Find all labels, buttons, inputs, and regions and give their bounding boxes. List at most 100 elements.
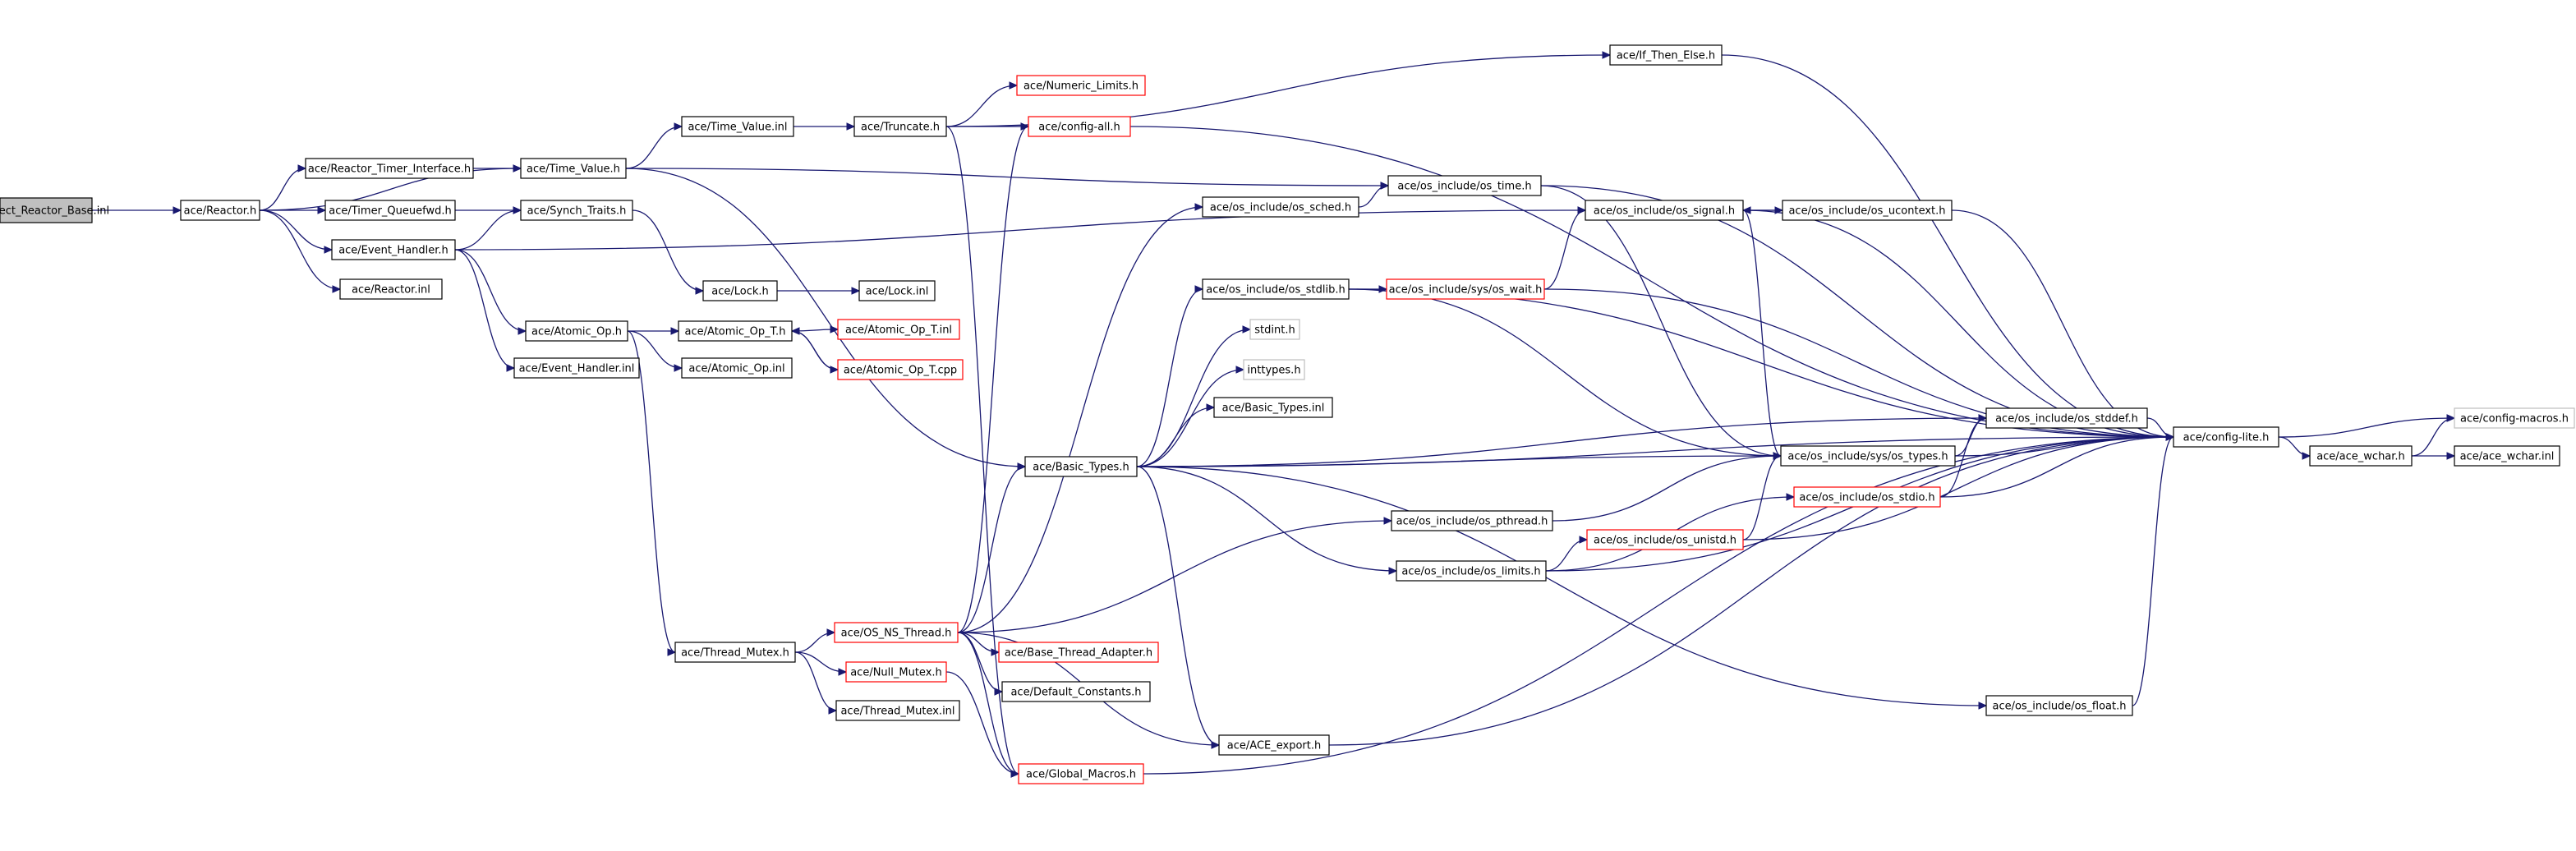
- node-os_wait_h[interactable]: ace/os_include/sys/os_wait.h: [1386, 278, 1545, 300]
- node-os_stddef_h[interactable]: ace/os_include/os_stddef.h: [1985, 407, 2148, 429]
- node-basic_types_h[interactable]: ace/Basic_Types.h: [1024, 456, 1138, 477]
- node-atomic_op_t_cpp[interactable]: ace/Atomic_Op_T.cpp: [837, 359, 964, 380]
- node-os_sched_h[interactable]: ace/os_include/os_sched.h: [1202, 196, 1359, 218]
- arrowhead-os_limits_h-to-os_stdio_h: [1786, 493, 1796, 501]
- node-os_stdlib_h[interactable]: ace/os_include/os_stdlib.h: [1202, 278, 1350, 300]
- node-box-lock_inl: [858, 280, 936, 301]
- node-global_macros_h[interactable]: ace/Global_Macros.h: [1018, 763, 1144, 784]
- node-label-ace_wchar_h: ace/ace_wchar.h: [2316, 451, 2405, 463]
- node-os_signal_h[interactable]: ace/os_include/os_signal.h: [1585, 200, 1744, 221]
- node-box-os_stdlib_h: [1202, 278, 1350, 300]
- node-os_ns_thread_h[interactable]: ace/OS_NS_Thread.h: [834, 622, 959, 643]
- node-box-os_stdio_h: [1793, 486, 1941, 508]
- edge-ace_wchar_h-to-config_macros_h: [2411, 417, 2455, 457]
- node-label-thread_mutex_inl: ace/Thread_Mutex.inl: [840, 706, 954, 718]
- node-box-os_wait_h: [1386, 278, 1545, 300]
- node-truncate_h[interactable]: ace/Truncate.h: [853, 116, 947, 137]
- node-label-lock_inl: ace/Lock.inl: [866, 286, 929, 298]
- node-event_handler_inl[interactable]: ace/Event_Handler.inl: [513, 357, 640, 379]
- node-label-os_pthread_h: ace/os_include/os_pthread.h: [1396, 516, 1548, 528]
- node-os_types_h[interactable]: ace/os_include/sys/os_types.h: [1780, 445, 1956, 467]
- arrowhead-basic_types_h-to-inttypes_h: [1235, 366, 1245, 374]
- node-atomic_op_t_inl[interactable]: ace/Atomic_Op_T.inl: [837, 319, 960, 340]
- node-atomic_op_h[interactable]: ace/Atomic_Op.h: [525, 320, 628, 342]
- node-synch_traits_h[interactable]: ace/Synch_Traits.h: [520, 200, 633, 221]
- node-lock_inl[interactable]: ace/Lock.inl: [858, 280, 936, 301]
- node-os_unistd_h[interactable]: ace/os_include/os_unistd.h: [1586, 529, 1744, 550]
- node-box-event_handler_inl: [513, 357, 640, 379]
- arrowhead-os_unistd_h-to-os_types_h: [1773, 452, 1782, 460]
- node-label-truncate_h: ace/Truncate.h: [861, 122, 940, 134]
- node-label-numeric_limits_h: ace/Numeric_Limits.h: [1024, 80, 1138, 93]
- node-config_lite_h[interactable]: ace/config-lite.h: [2173, 426, 2279, 448]
- arrowhead-basic_types_h-to-basic_types_inl: [1206, 403, 1216, 412]
- edge-truncate_h-to-numeric_limits_h: [945, 85, 1018, 127]
- node-atomic_op_t_h[interactable]: ace/Atomic_Op_T.h: [678, 320, 793, 342]
- node-os_time_h[interactable]: ace/os_include/os_time.h: [1387, 175, 1542, 196]
- node-thread_mutex_h[interactable]: ace/Thread_Mutex.h: [674, 642, 796, 663]
- node-box-os_unistd_h: [1586, 529, 1744, 550]
- node-os_limits_h[interactable]: ace/os_include/os_limits.h: [1396, 560, 1547, 582]
- node-ace_wchar_h[interactable]: ace/ace_wchar.h: [2309, 445, 2413, 467]
- arrowhead-basic_types_h-to-os_float_h: [1978, 702, 1988, 710]
- node-if_then_else_h[interactable]: ace/If_Then_Else.h: [1609, 44, 1723, 66]
- node-lock_h[interactable]: ace/Lock.h: [702, 280, 778, 301]
- node-base_thread_adapter_h[interactable]: ace/Base_Thread_Adapter.h: [998, 642, 1159, 663]
- node-numeric_limits_h[interactable]: ace/Numeric_Limits.h: [1016, 75, 1146, 96]
- node-label-os_signal_h: ace/os_include/os_signal.h: [1594, 205, 1735, 218]
- node-box-os_ucontext_h: [1782, 200, 1953, 221]
- node-box-synch_traits_h: [520, 200, 633, 221]
- arrowhead-basic_types_h-to-os_stdlib_h: [1194, 285, 1204, 293]
- arrowhead-config_lite_h-to-ace_wchar_h: [2302, 452, 2312, 460]
- edge-os_signal_h-to-os_types_h: [1742, 209, 1782, 457]
- node-label-os_float_h: ace/os_include/os_float.h: [1992, 701, 2126, 713]
- node-select_reactor_base_inl[interactable]: Select_Reactor_Base.inl: [0, 197, 109, 223]
- node-reactor_h[interactable]: ace/Reactor.h: [180, 200, 260, 221]
- arrowhead-thread_mutex_h-to-thread_mutex_inl: [828, 706, 838, 715]
- edge-os_float_h-to-config_lite_h: [2132, 436, 2174, 706]
- node-default_constants_h[interactable]: ace/Default_Constants.h: [1001, 681, 1151, 702]
- node-label-os_stddef_h: ace/os_include/os_stddef.h: [1995, 413, 2138, 426]
- edge-null_mutex_h-to-global_macros_h: [945, 671, 1019, 775]
- edge-os_time_h-to-os_types_h: [1540, 185, 1782, 457]
- node-os_ucontext_h[interactable]: ace/os_include/os_ucontext.h: [1782, 200, 1953, 221]
- node-time_value_inl[interactable]: ace/Time_Value.inl: [681, 116, 794, 137]
- nodes-layer: Select_Reactor_Base.inl ace/Reactor.h ace/…: [0, 44, 2575, 784]
- node-null_mutex_h[interactable]: ace/Null_Mutex.h: [845, 661, 947, 683]
- node-thread_mutex_inl[interactable]: ace/Thread_Mutex.inl: [835, 700, 960, 721]
- node-timer_queuefwd_h[interactable]: ace/Timer_Queuefwd.h: [324, 200, 456, 221]
- edge-os_types_h-to-config_lite_h: [1954, 436, 2174, 457]
- node-basic_types_inl[interactable]: ace/Basic_Types.inl: [1213, 397, 1333, 418]
- edge-synch_traits_h-to-lock_h: [632, 209, 704, 292]
- node-label-event_handler_inl: ace/Event_Handler.inl: [519, 363, 635, 375]
- node-time_value_h[interactable]: ace/Time_Value.h: [520, 158, 627, 179]
- edge-time_value_h-to-os_time_h: [625, 168, 1389, 186]
- edge-event_handler_h-to-synch_traits_h: [454, 209, 522, 251]
- node-reactor_inl[interactable]: ace/Reactor.inl: [339, 278, 443, 300]
- node-label-basic_types_inl: ace/Basic_Types.inl: [1222, 402, 1325, 415]
- edge-truncate_h-to-global_macros_h: [945, 126, 1019, 775]
- node-os_pthread_h[interactable]: ace/os_include/os_pthread.h: [1391, 510, 1553, 531]
- node-box-os_signal_h: [1585, 200, 1744, 221]
- node-box-time_value_inl: [681, 116, 794, 137]
- node-ace_wchar_inl[interactable]: ace/ace_wchar.inl: [2454, 445, 2560, 467]
- node-event_handler_h[interactable]: ace/Event_Handler.h: [331, 239, 456, 260]
- node-label-os_ns_thread_h: ace/OS_NS_Thread.h: [841, 628, 952, 640]
- node-label-reactor_h: ace/Reactor.h: [184, 205, 257, 218]
- node-box-os_float_h: [1985, 695, 2133, 716]
- arrowhead-os_ns_thread_h-to-os_sched_h: [1194, 203, 1204, 211]
- node-config_all_h[interactable]: ace/config-all.h: [1028, 116, 1131, 137]
- node-reactor_timer_interface_h[interactable]: ace/Reactor_Timer_Interface.h: [305, 158, 474, 179]
- edge-os_wait_h-to-config_lite_h: [1543, 288, 2174, 438]
- node-ace_export_h[interactable]: ace/ACE_export.h: [1218, 734, 1330, 756]
- node-os_stdio_h[interactable]: ace/os_include/os_stdio.h: [1793, 486, 1941, 508]
- edge-basic_types_h-to-config_lite_h: [1136, 436, 2174, 467]
- arrowhead-reactor_h-to-timer_queuefwd_h: [317, 206, 327, 214]
- node-os_float_h[interactable]: ace/os_include/os_float.h: [1985, 695, 2133, 716]
- edge-os_unistd_h-to-config_lite_h: [1742, 436, 2174, 540]
- node-label-lock_h: ace/Lock.h: [711, 286, 769, 298]
- node-atomic_op_inl[interactable]: ace/Atomic_Op.inl: [681, 357, 793, 379]
- arrowhead-reactor_h-to-event_handler_h: [324, 246, 334, 254]
- edge-reactor_h-to-time_value_h: [259, 168, 522, 211]
- node-box-config_lite_h: [2173, 426, 2279, 448]
